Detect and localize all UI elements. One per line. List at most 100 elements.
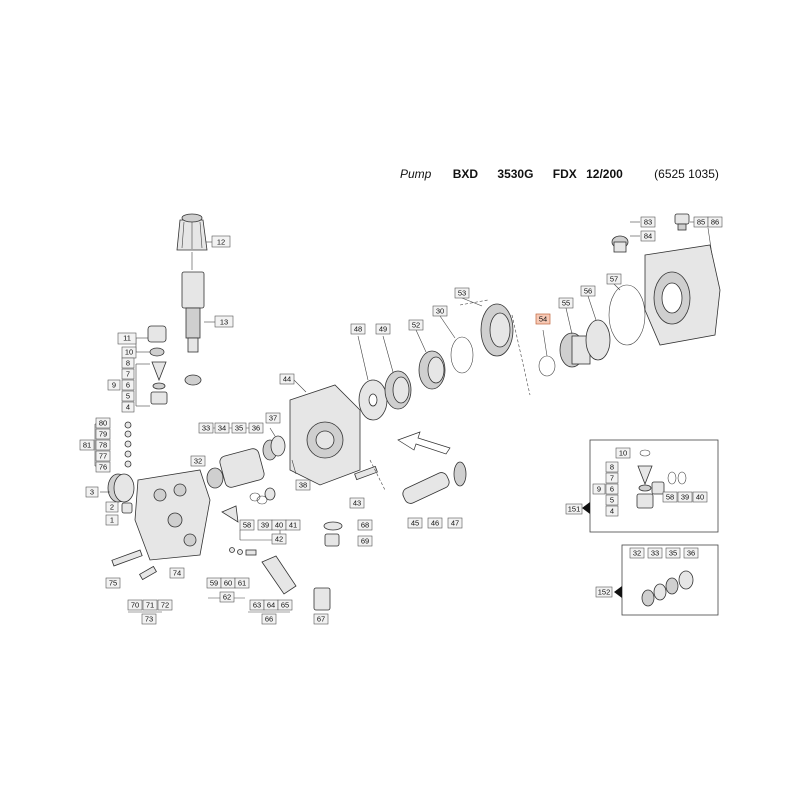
part-seal-68	[323, 521, 343, 531]
header-code3: 12/200	[586, 167, 623, 181]
part-plug-83	[611, 235, 629, 253]
label-47: 47	[451, 519, 459, 528]
label-9: 9	[112, 381, 116, 390]
label-13: 13	[220, 318, 228, 327]
part-seal-set-59-61	[229, 547, 257, 556]
kit152-label-32: 32	[633, 549, 641, 558]
label-68: 68	[361, 521, 369, 530]
part-plug-69	[324, 533, 340, 547]
part-bearing-49	[384, 370, 412, 410]
label-48: 48	[354, 325, 362, 334]
part-small-seals	[124, 421, 132, 468]
label-74: 74	[173, 569, 181, 578]
kit151-label-58: 58	[666, 493, 674, 502]
part-washer-48	[358, 379, 388, 421]
label-44: 44	[283, 375, 291, 384]
kit151-label-4: 4	[610, 507, 614, 516]
label-85: 85	[697, 218, 705, 227]
assembly-arrow	[397, 431, 451, 455]
part-piston-assembly	[206, 435, 286, 489]
part-bolt-43	[354, 465, 378, 481]
header-series: BXD	[452, 167, 479, 181]
header-model: Pump	[400, 167, 432, 181]
label-39: 39	[261, 521, 269, 530]
label-52: 52	[412, 321, 420, 330]
label-67: 67	[317, 615, 325, 624]
part-bearing-53	[480, 303, 514, 357]
part-fittings-70-72	[139, 565, 157, 581]
kit-152-parts	[641, 570, 694, 607]
label-57: 57	[610, 275, 618, 284]
label-kit-151: 151	[568, 505, 581, 514]
label-42: 42	[275, 535, 283, 544]
label-46: 46	[431, 519, 439, 528]
kit151-label-6: 6	[610, 485, 614, 494]
label-7: 7	[126, 370, 130, 379]
label-5: 5	[126, 392, 130, 401]
label-64: 64	[267, 601, 275, 610]
label-63: 63	[253, 601, 261, 610]
label-79: 79	[99, 430, 107, 439]
part-oring-13	[184, 374, 202, 386]
part-seal-56	[585, 319, 611, 361]
label-11: 11	[123, 334, 131, 343]
kit-arrow-152	[614, 586, 622, 598]
label-30: 30	[436, 307, 444, 316]
leader-dashed-3	[369, 459, 386, 491]
label-77: 77	[99, 452, 107, 461]
label-60: 60	[224, 579, 232, 588]
part-ring-30	[450, 336, 474, 374]
kit151-label-5: 5	[610, 496, 614, 505]
label-73: 73	[145, 615, 153, 624]
label-78: 78	[99, 441, 107, 450]
label-3: 3	[90, 488, 94, 497]
label-69: 69	[361, 537, 369, 546]
part-pressure-knob	[176, 213, 208, 251]
label-41: 41	[289, 521, 297, 530]
kit151-label-8: 8	[610, 463, 614, 472]
label-55: 55	[562, 299, 570, 308]
label-66: 66	[265, 615, 273, 624]
label-84: 84	[644, 232, 652, 241]
part-plug-2	[121, 502, 133, 514]
part-valve-stack	[150, 361, 168, 405]
kit152-label-35: 35	[669, 549, 677, 558]
label-56: 56	[584, 287, 592, 296]
part-oring-54	[538, 355, 556, 377]
part-gasket-57	[608, 284, 646, 346]
part-crankcase	[289, 384, 361, 486]
header-code2: FDX	[552, 167, 577, 181]
part-bolt-75	[111, 549, 143, 567]
label-53: 53	[458, 289, 466, 298]
label-2: 2	[110, 503, 114, 512]
label-45: 45	[411, 519, 419, 528]
label-38: 38	[299, 481, 307, 490]
label-62: 62	[223, 593, 231, 602]
label-kit-152: 152	[598, 588, 611, 597]
label-72: 72	[161, 601, 169, 610]
label-54-highlight	[535, 313, 551, 325]
part-manifold	[134, 469, 211, 561]
leader-dashed-1	[511, 314, 531, 396]
kit-151-parts	[636, 449, 687, 509]
label-49: 49	[379, 325, 387, 334]
label-54: 54	[539, 315, 547, 324]
label-70: 70	[131, 601, 139, 610]
part-fitting-67	[313, 587, 331, 611]
label-1: 1	[110, 516, 114, 525]
label-8: 8	[126, 359, 130, 368]
label-40: 40	[275, 521, 283, 530]
kit151-label-40: 40	[696, 493, 704, 502]
part-nozzle-58	[221, 505, 239, 523]
part-wobble-shaft	[402, 461, 467, 504]
label-4: 4	[126, 403, 130, 412]
label-12: 12	[217, 238, 225, 247]
header-ref: (6525 1035)	[654, 167, 719, 181]
header-code1: 3530G	[497, 167, 534, 181]
label-76: 76	[99, 463, 107, 472]
kit-arrow-151	[582, 502, 590, 514]
label-6: 6	[126, 381, 130, 390]
part-flange-housing	[644, 244, 721, 346]
part-injector-63-65	[261, 555, 297, 595]
